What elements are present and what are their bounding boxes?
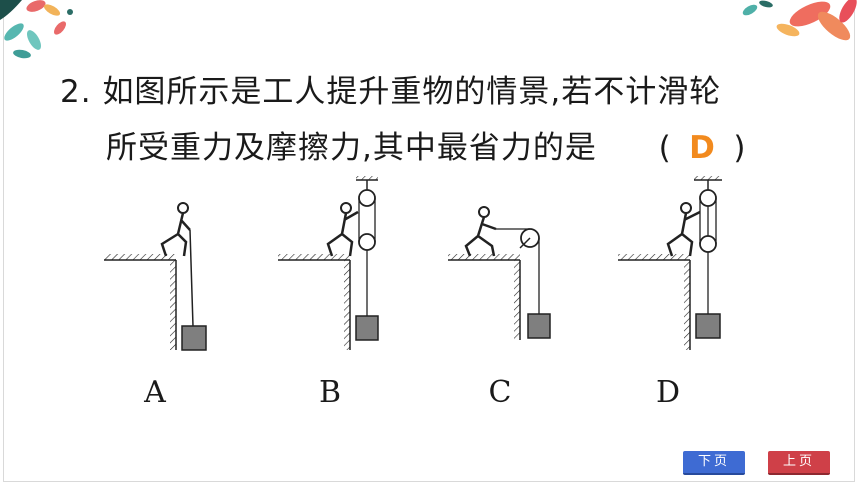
- question-line-1: 如图所示是工人提升重物的情景,若不计滑轮: [102, 74, 722, 110]
- leaf-decoration-top-right: [742, 0, 857, 41]
- figure-d: [618, 176, 722, 350]
- question-text: 2. 如图所示是工人提升重物的情景,若不计滑轮 所受重力及摩擦力,其中最省力的是…: [60, 64, 820, 176]
- paren-open: (: [658, 130, 672, 166]
- paren-close: ): [733, 130, 747, 166]
- slide-frame: [3, 0, 855, 482]
- question-line-2: 所受重力及摩擦力,其中最省力的是: [106, 130, 597, 166]
- next-page-button[interactable]: 下页: [683, 451, 745, 475]
- figure-label-c: C: [488, 375, 512, 410]
- figure-a: [104, 202, 207, 351]
- pulley-figures: [104, 176, 722, 351]
- figure-b: [278, 176, 379, 350]
- leaf-decoration-top-left: [0, 0, 73, 59]
- figure-label-d: D: [655, 375, 681, 410]
- prev-page-button[interactable]: 上页: [768, 451, 830, 475]
- figure-label-a: A: [144, 375, 166, 410]
- answer-mark: D: [689, 130, 716, 166]
- figure-c: [448, 206, 551, 340]
- figure-label-b: B: [318, 375, 342, 410]
- question-number: 2.: [60, 74, 92, 110]
